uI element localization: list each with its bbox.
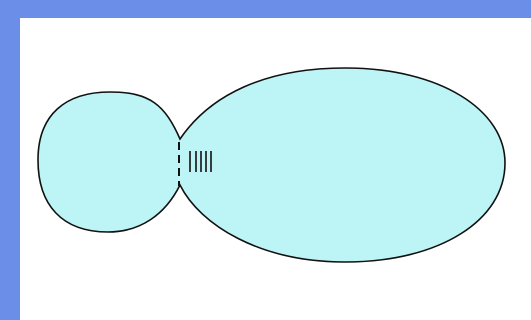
budding-cell-outline bbox=[38, 68, 505, 262]
budding-cell-diagram bbox=[20, 18, 531, 320]
diagram-canvas bbox=[20, 18, 531, 320]
